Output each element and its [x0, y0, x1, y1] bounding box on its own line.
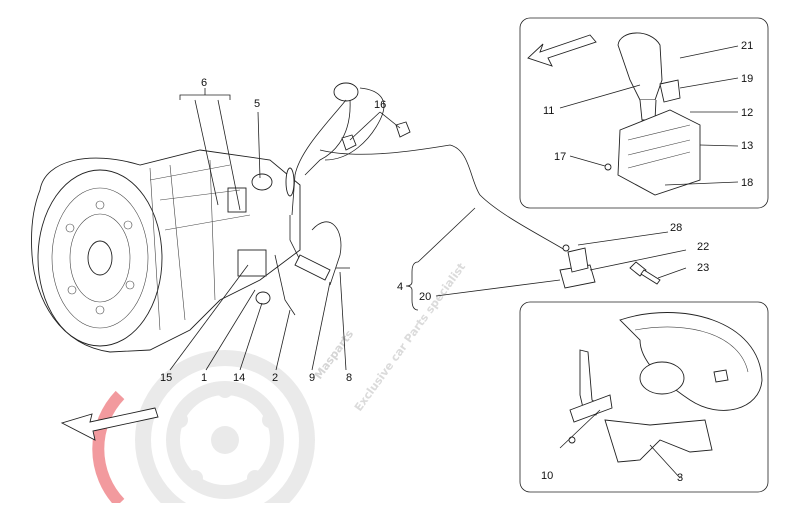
callout-8: 8: [346, 372, 352, 384]
cable-bracket: [559, 244, 661, 289]
steering-wheel: [619, 312, 763, 411]
callout-13: 13: [741, 140, 753, 152]
shift-cable: [274, 82, 566, 316]
callout-18: 18: [741, 177, 753, 189]
callout-4: 4: [397, 281, 403, 293]
gear-knob: [617, 32, 663, 121]
bracket-6: [179, 88, 231, 100]
callout-19: 19: [741, 73, 753, 85]
callout-28: 28: [670, 222, 682, 234]
inset-steering-paddles: [519, 301, 769, 493]
callout-10: 10: [541, 470, 553, 482]
selector-housing: [604, 79, 701, 196]
callout-20: 20: [419, 291, 431, 303]
callout-14: 14: [233, 372, 245, 384]
callout-5: 5: [254, 98, 260, 110]
callout-9: 9: [309, 372, 315, 384]
watermark-tagline: Exclusive car Parts specialist: [352, 261, 468, 414]
callout-12: 12: [741, 107, 753, 119]
callout-1: 1: [201, 372, 207, 384]
callout-23: 23: [697, 262, 709, 274]
inset-front-arrow-icon: [527, 34, 597, 67]
paddle-shifter: [568, 349, 713, 463]
callout-17: 17: [554, 151, 566, 163]
brace-4: [405, 261, 419, 311]
callout-16: 16: [374, 99, 386, 111]
callout-3: 3: [677, 472, 683, 484]
watermark-logo: [92, 350, 315, 508]
inset-gear-selector: [519, 17, 769, 209]
callout-15: 15: [160, 372, 172, 384]
callout-21: 21: [741, 40, 753, 52]
callout-6: 6: [201, 77, 207, 89]
callout-11: 11: [543, 105, 554, 117]
front-arrow-icon: [60, 407, 159, 441]
transmission-assembly: [31, 149, 301, 353]
clip-16: [341, 121, 411, 151]
callout-22: 22: [697, 241, 709, 253]
callout-2: 2: [272, 372, 278, 384]
